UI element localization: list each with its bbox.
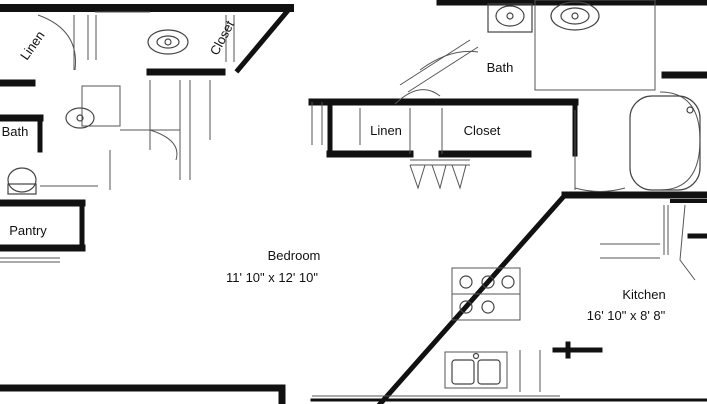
kitchen-sink-icon [451, 359, 475, 385]
right-bath-tub-icon [629, 95, 701, 191]
kitchen-dimensions: 16' 10" x 8' 8" [587, 308, 666, 323]
right-bath-sink-icon [487, 3, 533, 33]
left-closet-toilet-icon [147, 29, 189, 55]
thin-lines [0, 0, 701, 397]
right-bath-toilet-icon [550, 1, 600, 31]
linen-center-label: Linen [370, 123, 402, 138]
left-bath-fixtures [7, 29, 189, 195]
bath-left-label: Bath [2, 124, 29, 139]
bedroom-label: Bedroom [268, 248, 321, 263]
pantry-label: Pantry [9, 223, 47, 238]
stove-burner-icon [459, 275, 473, 289]
bedroom-dimensions: 11' 10" x 12' 10" [226, 270, 318, 285]
closet-left-label: Closet [207, 18, 238, 58]
kitchen-label: Kitchen [622, 287, 665, 302]
left-bath-sink-icon [65, 107, 95, 129]
closet-center-label: Closet [464, 123, 501, 138]
kitchen-fixtures [451, 275, 515, 385]
linen-left-label: Linen [17, 28, 48, 63]
right-bath-fixtures [487, 1, 701, 191]
bath-right-label: Bath [487, 60, 514, 75]
left-bath-toilet-icon [7, 167, 37, 193]
